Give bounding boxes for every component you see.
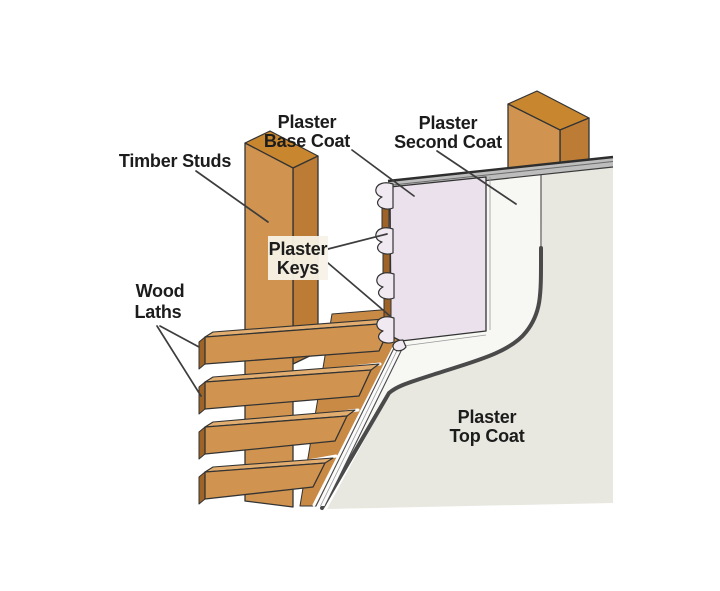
lath-2-front-face: [204, 369, 372, 410]
label-timber-studs: Timber Studs: [119, 151, 231, 171]
plaster-base-coat-panel: [375, 176, 491, 352]
timber-stud-right: [507, 90, 590, 170]
top-edge-mid-line: [387, 161, 614, 186]
plaster-key-3: [376, 272, 395, 300]
label-second-coat-line2: Second Coat: [394, 132, 502, 152]
cut-strip-right-line: [324, 346, 404, 507]
wood-laths: [198, 317, 399, 505]
label-wood-laths-line2: Laths: [134, 302, 181, 322]
lath-1-end-cap: [198, 336, 206, 370]
plaster-key-bottom-curl: [392, 339, 407, 352]
leader-timber-studs: [195, 170, 269, 223]
leader-wood-laths-1: [159, 325, 200, 348]
leader-second-coat: [436, 150, 517, 205]
label-base-coat-line1: Plaster: [278, 112, 337, 132]
lath-3-end-cap: [198, 426, 206, 460]
plaster-top-coat-face: [327, 159, 613, 509]
leader-keys-upper: [327, 233, 388, 250]
lath-1-front-face: [204, 322, 393, 365]
label-keys-background: [268, 236, 328, 280]
second-coat-cut-strip: [315, 346, 404, 507]
plaster-key-1: [375, 182, 394, 210]
lath-4-end-cap: [198, 471, 206, 505]
leader-keys-lower: [327, 262, 391, 317]
plaster-key-2: [375, 227, 394, 255]
plaster-keys: [375, 182, 407, 352]
base-coat-face: [389, 176, 487, 342]
top-coat-torn-edge: [320, 246, 544, 510]
top-edge-outer-line: [387, 155, 614, 183]
label-top-coat-line1: Plaster: [458, 407, 517, 427]
lath-4-front-face: [204, 462, 326, 500]
label-base-coat-line2: Base Coat: [264, 131, 350, 151]
label-wood-laths-line1: Wood: [136, 281, 185, 301]
label-top-coat-line2: Top Coat: [449, 426, 524, 446]
lath-2-end-cap: [198, 381, 206, 415]
lath-3-front-face: [204, 415, 348, 455]
lath-cut-gap: [312, 345, 396, 507]
label-keys-line2: Keys: [277, 258, 319, 278]
stud-left-front-face: [244, 142, 294, 508]
cut-strip-left-line: [315, 347, 395, 507]
leader-base-coat: [351, 149, 415, 197]
timber-stud-left: [244, 130, 319, 508]
base-coat-bottom-offset-line: [402, 334, 487, 347]
label-keys-line1: Plaster: [269, 239, 328, 259]
cut-strip-mid-line: [320, 347, 399, 507]
label-second-coat-line1: Plaster: [419, 113, 478, 133]
leader-wood-laths-2: [156, 325, 202, 397]
plaster-key-4: [376, 316, 395, 344]
